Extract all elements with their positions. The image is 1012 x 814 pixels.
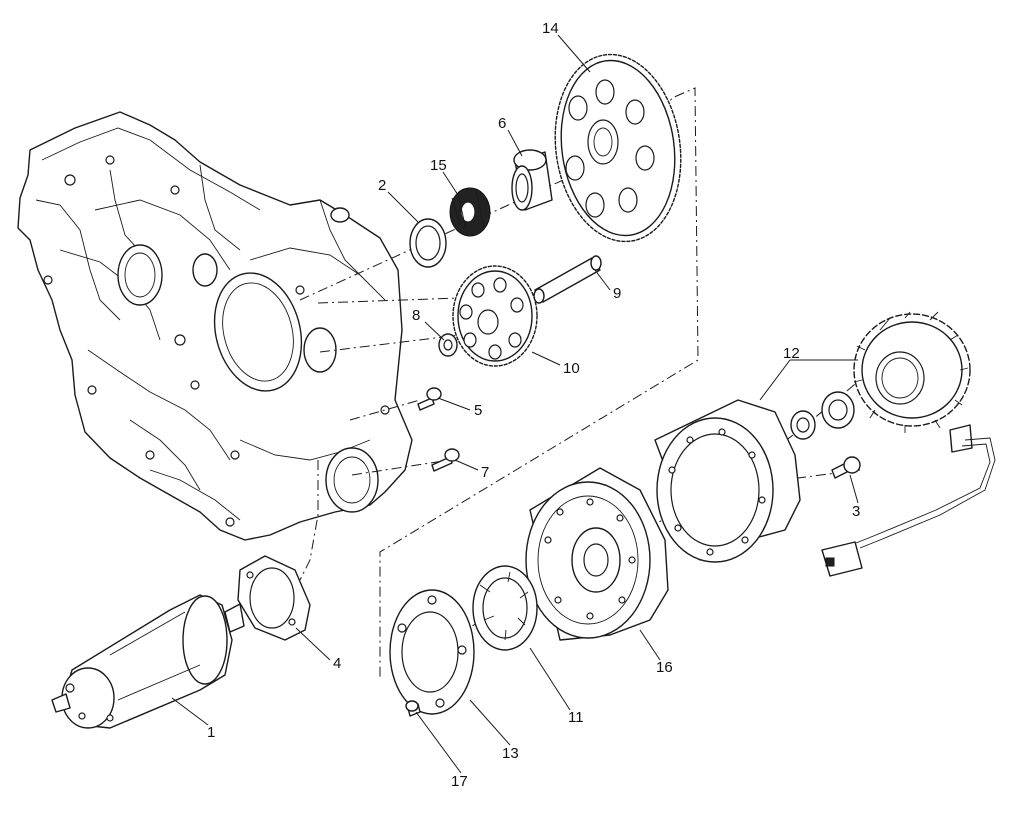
- crankcase-half: [17, 111, 413, 541]
- callout-12: 12: [783, 345, 800, 362]
- rotor-drum: [654, 399, 801, 563]
- callout-15: 15: [430, 157, 447, 174]
- part-4-gasket: [237, 555, 311, 641]
- stator-washer: [790, 410, 816, 440]
- part-11-freewheel: [472, 565, 538, 651]
- part-13-cover-plate: [389, 589, 475, 715]
- part-7-screw: [431, 448, 460, 472]
- callout-16: 16: [656, 659, 673, 676]
- callout-13: 13: [502, 745, 519, 762]
- part-12-stator: [821, 311, 996, 577]
- callout-1: 1: [207, 724, 215, 741]
- callout-3: 3: [852, 503, 860, 520]
- stator-nut: [821, 391, 855, 429]
- part-14-large-gear: [554, 53, 682, 243]
- part-5-screw: [417, 387, 442, 411]
- callout-14: 14: [542, 20, 559, 37]
- part-3-bolt: [831, 456, 861, 479]
- callout-8: 8: [412, 307, 420, 324]
- part-1-starter-motor: [51, 594, 245, 729]
- callout-11: 11: [568, 709, 584, 726]
- part-16-flywheel: [525, 467, 669, 641]
- part-10-intermediate-gear: [452, 265, 538, 367]
- callout-10: 10: [563, 360, 580, 377]
- part-15-needle-bearing: [449, 187, 491, 237]
- part-2-washer: [409, 218, 447, 268]
- callout-17: 17: [451, 773, 468, 790]
- leader-lines: [171, 34, 859, 774]
- callout-2: 2: [378, 177, 386, 194]
- callout-labels: 14 6 15 2 9 8 10 5 7 12 3 4 1 11 13 17 1…: [207, 20, 860, 790]
- callout-9: 9: [613, 285, 621, 302]
- callout-7: 7: [481, 464, 489, 481]
- part-9-shaft: [533, 255, 602, 304]
- part-6-sleeve: [511, 149, 553, 211]
- callout-5: 5: [474, 402, 482, 419]
- callout-6: 6: [498, 115, 506, 132]
- callout-4: 4: [333, 655, 341, 672]
